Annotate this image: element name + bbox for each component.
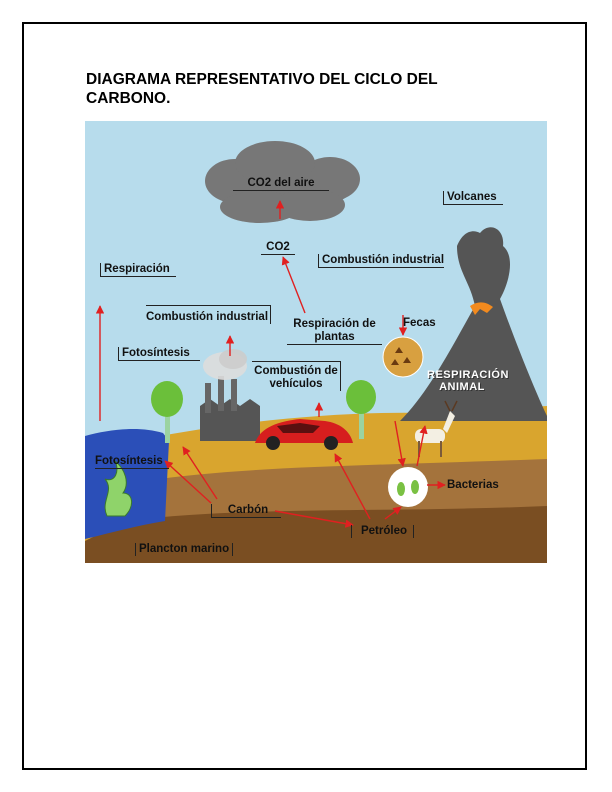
- sea: [85, 429, 169, 539]
- label-co2-del-aire: CO2 del aire: [233, 177, 329, 191]
- label-respiracion-de-plantas-line2: plantas: [314, 331, 355, 343]
- bacteria-circle: [388, 467, 428, 507]
- label-respiracion-animal: RESPIRACIÓN ANIMAL: [427, 369, 509, 393]
- page-border: [22, 22, 587, 770]
- seaweed: [104, 460, 132, 517]
- label-combustion-industrial-top: Combustión industrial: [318, 254, 445, 268]
- carbon-cycle-diagram: CO2 del aire CO2 Volcanes Respiración Co…: [85, 121, 547, 563]
- label-respiracion-de-plantas: Respiración de plantas: [287, 318, 382, 345]
- arrows: [95, 200, 446, 528]
- label-plancton-marino: Plancton marino: [135, 543, 234, 556]
- car: [255, 419, 353, 450]
- label-volcanes: Volcanes: [443, 191, 503, 205]
- label-bacterias: Bacterias: [447, 479, 499, 491]
- label-petroleo: Petróleo: [351, 525, 414, 538]
- label-combustion-industrial-mid: Combustión industrial: [146, 305, 272, 324]
- label-respiracion-animal-line2: ANIMAL: [439, 381, 485, 393]
- cloud: [205, 141, 360, 223]
- label-fotosintesis-top: Fotosíntesis: [118, 347, 200, 361]
- label-respiracion-animal-line1: RESPIRACIÓN: [427, 369, 509, 381]
- volcano-lava: [470, 302, 493, 315]
- deep-soil-layer: [85, 506, 547, 563]
- volcano: [400, 227, 547, 421]
- feces-circle: [382, 336, 424, 378]
- diagram-artwork: [85, 121, 547, 563]
- label-combustion-de-vehiculos-line2: vehículos: [269, 378, 323, 390]
- tree-right: [346, 380, 376, 439]
- label-co2: CO2: [261, 241, 295, 255]
- label-combustion-de-vehiculos-line1: Combustión de: [254, 365, 338, 377]
- page-title: DIAGRAMA REPRESENTATIVO DEL CICLO DEL CA…: [86, 71, 438, 107]
- label-combustion-de-vehiculos: Combustión de vehículos: [252, 361, 341, 391]
- tree-left: [151, 381, 183, 443]
- label-carbon: Carbón: [211, 504, 281, 518]
- label-respiracion: Respiración: [100, 263, 176, 277]
- label-fotosintesis-sea: Fotosíntesis: [95, 455, 169, 469]
- label-fecas: Fecas: [403, 317, 436, 329]
- label-respiracion-de-plantas-line1: Respiración de: [293, 318, 376, 330]
- factory: [200, 349, 260, 441]
